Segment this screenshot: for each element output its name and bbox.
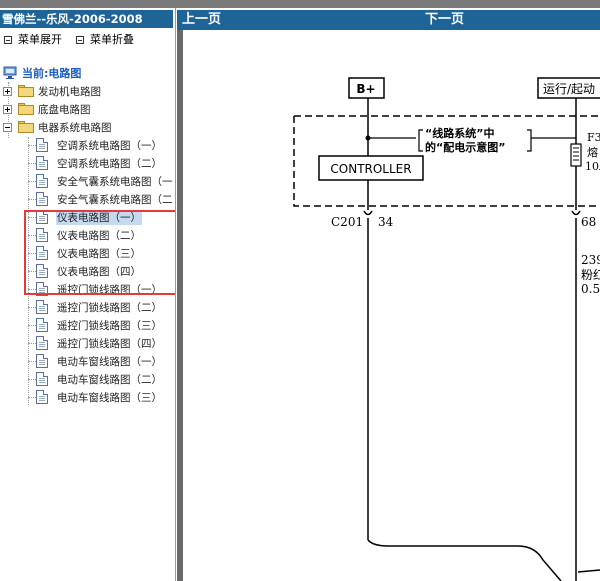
bottom-wire-outline (367, 539, 562, 581)
page-nav-bar: 上一页 下一页 (177, 10, 600, 30)
tree-folder-label: 电器系统电路图 (38, 121, 112, 134)
pane-left-edge (177, 30, 183, 581)
fuse-label: 熔 (587, 145, 598, 159)
tree-leaf-item[interactable]: 遥控门锁线路图（四） (28, 335, 163, 351)
controller-box (318, 155, 424, 181)
sidebar: 雪佛兰--乐风-2006-2008 菜单展开 菜单折叠 (0, 8, 176, 581)
document-icon (36, 300, 48, 314)
document-icon (36, 210, 48, 224)
note-bracket-left (418, 129, 423, 152)
bottom-right-wire (577, 569, 600, 573)
b-plus-box (348, 77, 385, 99)
wiring-diagram: B+ 运行/起动 “线路系统”中 的“配电示意图” CONTROLLER (293, 77, 600, 581)
connector-pin-left (363, 210, 373, 216)
document-icon (36, 174, 48, 188)
tree-leaf-item[interactable]: 仪表电路图（二） (28, 227, 142, 243)
tree-leaf-item[interactable]: 仪表电路图（四） (28, 263, 142, 279)
tree-leaf-item[interactable]: 电动车窗线路图（二） (28, 371, 163, 387)
tree-leaf-item[interactable]: 仪表电路图（三） (28, 245, 142, 261)
collapse-all-label: 菜单折叠 (90, 33, 134, 46)
document-icon (36, 246, 48, 260)
folder-icon (18, 85, 34, 97)
prev-page-link[interactable]: 上一页 (182, 12, 222, 27)
tree-leaf-item[interactable]: 电动车窗线路图（三） (28, 389, 163, 405)
connector-pin-right-label: 68 (581, 215, 596, 229)
tree-leaf-item[interactable]: 安全气囊系统电路图（一 (28, 173, 174, 189)
tree-leaf-item[interactable]: 空调系统电路图（一） (28, 137, 163, 153)
folder-icon (18, 103, 34, 115)
computer-icon (3, 66, 17, 80)
expand-all-icon (4, 36, 12, 44)
collapse-minus-icon[interactable] (3, 122, 12, 132)
content-pane: 上一页 下一页 B+ 运行/起动 “线路系统”中 的“配电示意图” (177, 8, 600, 581)
tree-root-current[interactable]: 当前:电路图 (3, 65, 81, 81)
expand-plus-icon[interactable] (3, 86, 12, 96)
note-line-2: 的“配电示意图” (425, 140, 505, 154)
connector-pin-left-label: 34 (378, 215, 394, 229)
tree-leaf-item[interactable]: 电动车窗线路图（一） (28, 353, 163, 369)
wire-gauge: 0.5 (581, 282, 600, 296)
dashed-boundary (293, 115, 600, 207)
document-icon (36, 318, 48, 332)
note-bracket-right (527, 129, 532, 152)
tree-leaf-item[interactable]: 空调系统电路图（二） (28, 155, 163, 171)
note-line-1: “线路系统”中 (425, 126, 494, 140)
run-start-box (537, 77, 600, 99)
fuse-id: F3 (587, 131, 600, 144)
tree-folder-engine[interactable]: 发动机电路图 (3, 83, 101, 99)
tree-leaf-item[interactable]: 遥控门锁线路图（三） (28, 317, 163, 333)
connector-pin-right (571, 210, 581, 216)
fuse-element (573, 147, 579, 161)
fuse-amp: 10A (585, 160, 600, 173)
document-icon (36, 336, 48, 350)
collapse-all-icon (76, 36, 84, 44)
document-icon (36, 354, 48, 368)
run-start-label: 运行/起动 (543, 82, 595, 96)
expand-plus-icon[interactable] (3, 104, 12, 114)
window-top-strip (0, 0, 600, 8)
fuse-symbol (570, 143, 582, 167)
expand-all-label: 菜单展开 (18, 33, 62, 46)
document-icon (36, 192, 48, 206)
tree-leaf-item[interactable]: 遥控门锁线路图（一） (28, 281, 163, 297)
tree-folder-label: 底盘电路图 (38, 103, 91, 116)
b-plus-label: B+ (356, 82, 375, 96)
tree-leaf-item[interactable]: 安全气囊系统电路图（二 (28, 191, 174, 207)
next-page-link[interactable]: 下一页 (425, 12, 465, 27)
tree-folder-electrical[interactable]: 电器系统电路图 (3, 119, 112, 135)
document-icon (36, 264, 48, 278)
document-icon (36, 372, 48, 386)
wire-color: 粉红 (581, 267, 600, 282)
tree-root-label: 当前:电路图 (22, 67, 82, 80)
open-folder-icon (18, 121, 34, 133)
collapse-all-button[interactable]: 菜单折叠 (76, 33, 134, 47)
wire-number: 239 (581, 253, 600, 267)
document-icon (36, 282, 48, 296)
tree-folder-label: 发动机电路图 (38, 85, 101, 98)
tree-leaf-item[interactable]: 遥控门锁线路图（二） (28, 299, 163, 315)
tree-folder-chassis[interactable]: 底盘电路图 (3, 101, 91, 117)
connector-id: C201 (331, 215, 363, 229)
expand-all-button[interactable]: 菜单展开 (4, 33, 62, 47)
sidebar-title: 雪佛兰--乐风-2006-2008 (0, 10, 173, 28)
selection-highlight-box (24, 210, 175, 295)
controller-label: CONTROLLER (330, 162, 411, 176)
document-icon (36, 138, 48, 152)
document-icon (36, 390, 48, 404)
document-icon (36, 228, 48, 242)
tree-leaf-item[interactable]: 仪表电路图（一） (28, 209, 142, 225)
tree-leaf-selected-label: 仪表电路图（一） (56, 209, 142, 225)
document-icon (36, 156, 48, 170)
